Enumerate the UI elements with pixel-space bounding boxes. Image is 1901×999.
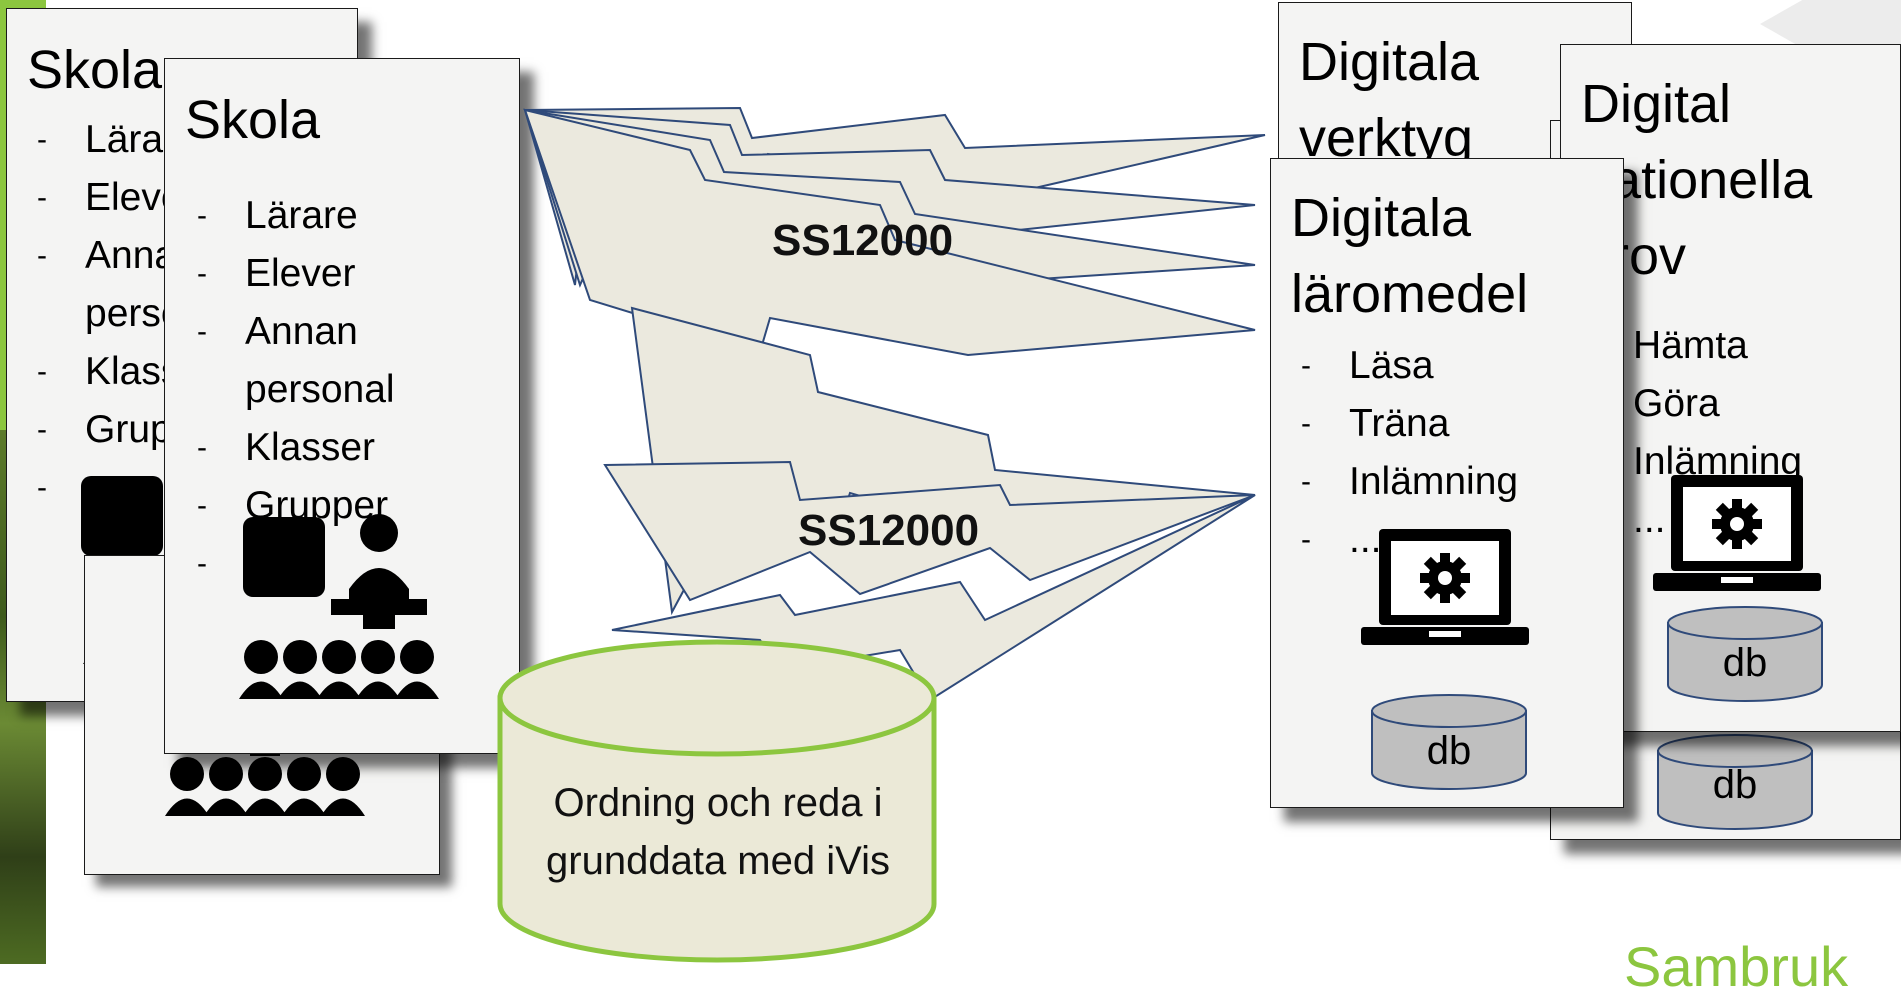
standard-label-top: SS12000	[772, 216, 954, 265]
list-item: Elever	[197, 245, 395, 303]
card-title: Digitala	[1299, 32, 1480, 92]
arrow-shape	[603, 460, 1256, 602]
brand-logo-text: Sambruk	[1624, 935, 1849, 998]
database-label: db	[1722, 641, 1768, 685]
list-item: Träna	[1301, 395, 1518, 453]
classroom-icon	[239, 514, 439, 699]
school-title: Skola	[27, 40, 163, 100]
database-caption: Ordning och reda i grunddata med iVis	[510, 774, 926, 890]
school-card-front: Skola Lärare Elever Annan personal Klass…	[164, 58, 520, 754]
card-title: Digitala	[1291, 188, 1472, 248]
list-item: Läsa	[1301, 337, 1518, 395]
standard-label-bottom: SS12000	[798, 506, 980, 555]
card-title: Digital	[1581, 74, 1732, 134]
database-icon	[1371, 694, 1527, 790]
laptop-gear-icon	[1653, 475, 1821, 591]
list-item: personal	[245, 368, 395, 411]
materials-item-list: Läsa Träna Inlämning ...	[1301, 337, 1518, 569]
ivis-database-cylinder	[497, 639, 937, 963]
list-item: ...	[1301, 511, 1518, 569]
students-icon	[165, 736, 365, 816]
database-label: db	[1712, 763, 1758, 807]
school-title: Skola	[185, 90, 321, 150]
database-label: db	[1426, 729, 1472, 773]
laptop-gear-icon	[1361, 529, 1529, 645]
card-title: verktyg	[1299, 108, 1474, 168]
database-icon	[1667, 606, 1823, 702]
database-icon	[1657, 734, 1813, 830]
card-title: läromedel	[1291, 264, 1529, 324]
list-item: Annan	[197, 303, 395, 361]
list-item: Lärare	[197, 187, 395, 245]
list-item: Inlämning	[1301, 453, 1518, 511]
database-caption-line: grunddata med iVis	[546, 839, 890, 883]
learning-materials-card: Digitala läromedel Läsa Träna Inlämning …	[1270, 158, 1624, 808]
list-item: Klasser	[197, 419, 395, 477]
database-caption-line: Ordning och reda i	[553, 781, 883, 825]
